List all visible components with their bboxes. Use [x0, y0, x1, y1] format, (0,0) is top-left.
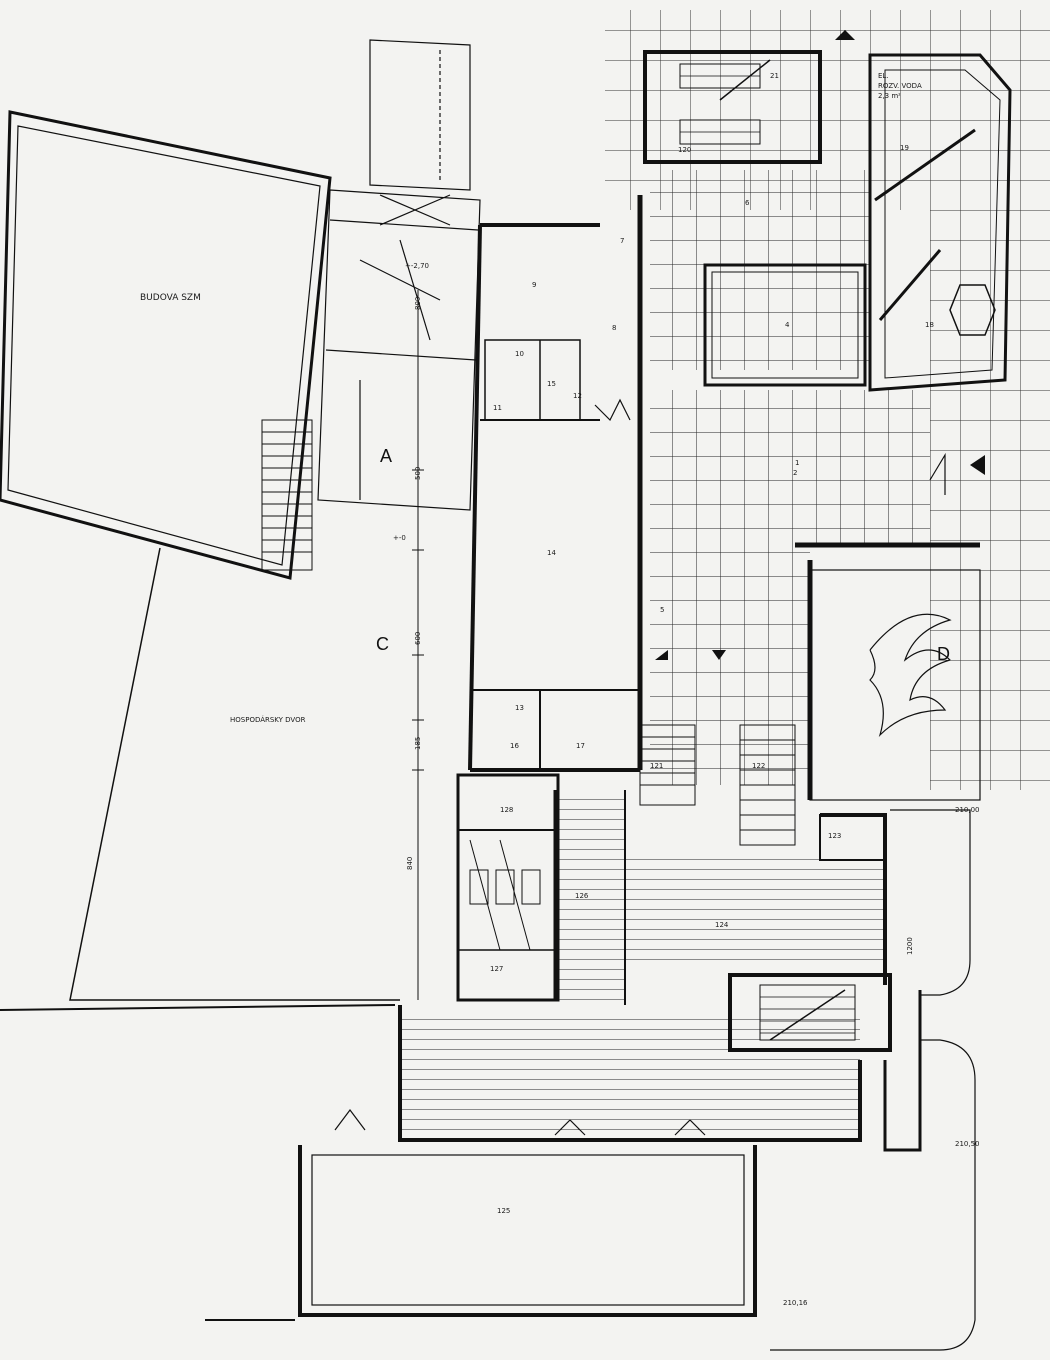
el-label: EL.: [878, 72, 889, 80]
dim-500: 500: [414, 467, 422, 480]
label-budova: BUDOVA SZM: [140, 293, 201, 303]
room-126: 126: [575, 892, 589, 900]
section-c: C: [376, 634, 389, 654]
room-5: 5: [660, 606, 664, 614]
interior-paving-grid: [650, 170, 930, 785]
hatched-corridors: [400, 790, 885, 1130]
room-19: 19: [900, 144, 909, 152]
dim-185: 185: [414, 737, 422, 750]
el-area: 2,3 m²: [878, 92, 901, 100]
dim-600: 600: [414, 632, 422, 645]
room-123: 123: [828, 832, 841, 840]
dim-1200: 1200: [906, 937, 914, 955]
level-5: 210,16: [783, 1299, 808, 1307]
main-walls: [0, 50, 1012, 1351]
level-4: 210,50: [955, 1140, 980, 1148]
section-d: D: [937, 644, 950, 664]
door-swings: [334, 398, 946, 1136]
room-15: 15: [547, 380, 556, 388]
room-21: 21: [770, 72, 779, 80]
room-9: 9: [532, 281, 536, 289]
triangle-markers: [655, 30, 985, 660]
courtyard: [69, 547, 400, 1001]
level-2: +-0: [393, 534, 406, 542]
dimension-line: [412, 290, 424, 1000]
room-8: 8: [612, 324, 616, 332]
room-4: 4: [785, 321, 790, 329]
room-120: 120: [678, 146, 691, 154]
level-3: 210,00: [955, 806, 980, 814]
room-17: 17: [576, 742, 585, 750]
room-11: 11: [493, 404, 502, 412]
dim-840: 840: [406, 857, 414, 870]
room-122: 122: [752, 762, 765, 770]
room-125: 125: [497, 1207, 510, 1215]
room-121: 121: [650, 762, 663, 770]
room-2: 2: [793, 469, 797, 477]
section-a: A: [380, 446, 392, 466]
room-14: 14: [547, 549, 556, 557]
room-numbers: 1 2 4 5 6 7 8 9 10 11 12 13 14 15 16 17 …: [490, 72, 934, 1215]
canopy: [317, 39, 481, 511]
dim-800: 800: [414, 297, 422, 310]
building-szm: [0, 110, 332, 580]
room-10: 10: [515, 350, 524, 358]
exterior-paving-grid: [605, 10, 1050, 790]
room-1: 1: [795, 459, 799, 467]
room-128: 128: [500, 806, 513, 814]
el-sub: ROZV. VODA: [878, 82, 922, 90]
room-124: 124: [715, 921, 729, 929]
room-127: 127: [490, 965, 503, 973]
room-12: 12: [573, 392, 582, 400]
room-16: 16: [510, 742, 519, 750]
room-13: 13: [515, 704, 524, 712]
room-6: 6: [745, 199, 750, 207]
level-1: +-2,70: [405, 262, 429, 270]
room-18: 18: [925, 321, 934, 329]
label-dvor: HOSPODÁRSKY DVOR: [230, 715, 306, 724]
room-7: 7: [620, 237, 624, 245]
courtyard-d-artwork: [869, 613, 952, 738]
